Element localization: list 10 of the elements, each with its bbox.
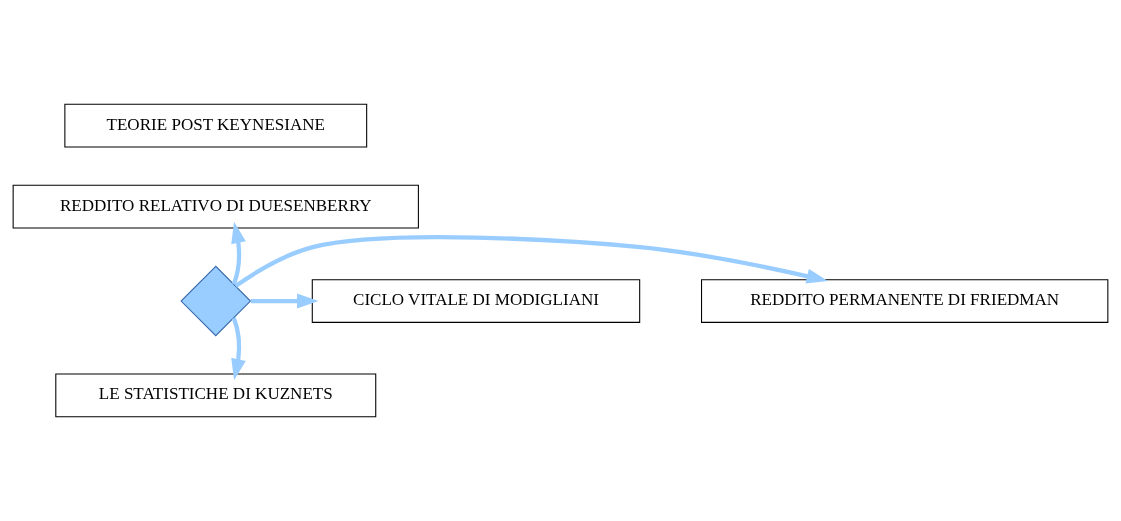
node-box: REDDITO RELATIVO DI DUESENBERRY — [12, 184, 419, 229]
arrow — [231, 317, 246, 381]
arrow — [234, 235, 828, 288]
arrow — [250, 293, 319, 309]
node-box: REDDITO PERMANENTE DI FRIEDMAN — [701, 279, 1109, 323]
arrow — [231, 221, 246, 285]
node-box: LE STATISTICHE DI KUZNETS — [55, 373, 377, 418]
node-box: CICLO VITALE DI MODIGLIANI — [311, 279, 641, 323]
node-cross — [180, 265, 252, 337]
node-box: TEORIE POST KEYNESIANE — [64, 103, 368, 148]
